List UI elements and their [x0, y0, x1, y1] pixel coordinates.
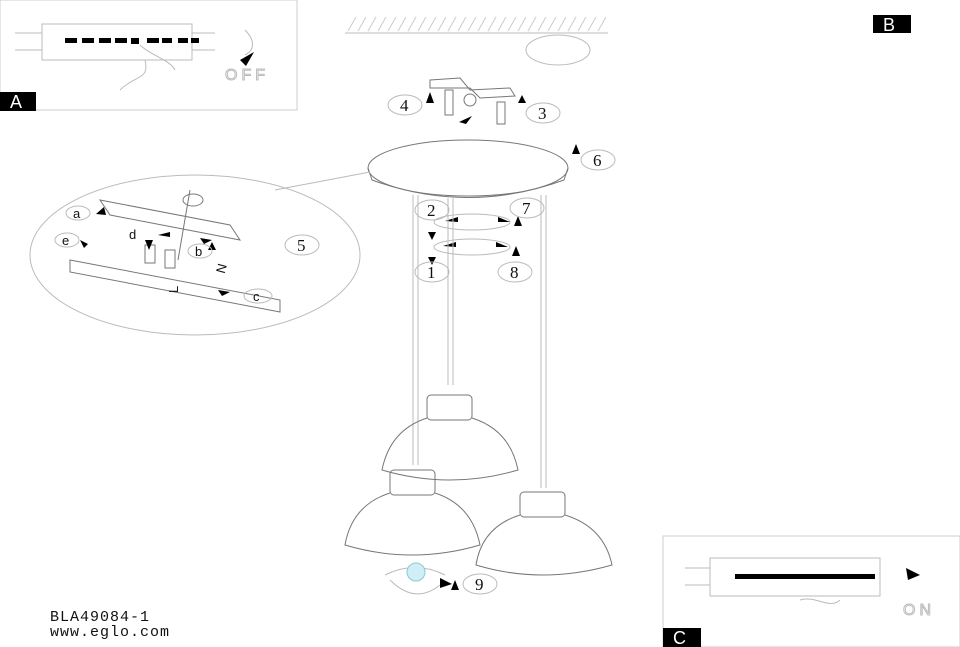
light-bulb: [384, 562, 459, 595]
label-d: d: [129, 227, 136, 242]
label-a: a: [73, 206, 81, 221]
panel-c-label: C: [673, 628, 686, 647]
step-2: 2: [427, 201, 436, 220]
label-e: e: [62, 233, 69, 248]
switch-off-label: OFF: [225, 67, 269, 84]
model-number: BLA49084-1: [50, 609, 151, 626]
pendant-shade: [381, 394, 519, 481]
step-3: 3: [538, 104, 547, 123]
arrow-icon: [240, 52, 254, 66]
arrow-icon: [906, 568, 920, 580]
step-1: 1: [427, 263, 436, 282]
step-8: 8: [510, 263, 519, 282]
switch-on-label: ON: [903, 602, 935, 619]
step-4: 4: [400, 96, 409, 115]
step-5: 5: [297, 236, 306, 255]
panel-a-switch-off: OFF A: [0, 0, 298, 112]
website: www.eglo.com: [50, 624, 171, 641]
step-7: 7: [522, 199, 531, 218]
canopy: [274, 139, 580, 198]
panel-c-switch-on: ON C: [662, 535, 960, 647]
detail-terminal-connection: [29, 174, 361, 336]
pendant-shade: [344, 469, 481, 556]
label-n: N: [213, 262, 230, 275]
mounting-bracket: [426, 77, 526, 125]
ceiling: [345, 16, 608, 66]
panel-b-label: B: [883, 15, 895, 35]
step-6: 6: [593, 151, 602, 170]
label-c: c: [253, 289, 260, 304]
terminal-block: [15, 23, 215, 91]
panel-a-label: A: [10, 92, 22, 112]
label-l: L: [166, 286, 181, 293]
pendant-shade: [475, 491, 613, 576]
label-b: b: [195, 244, 202, 259]
step-9: 9: [475, 575, 484, 594]
